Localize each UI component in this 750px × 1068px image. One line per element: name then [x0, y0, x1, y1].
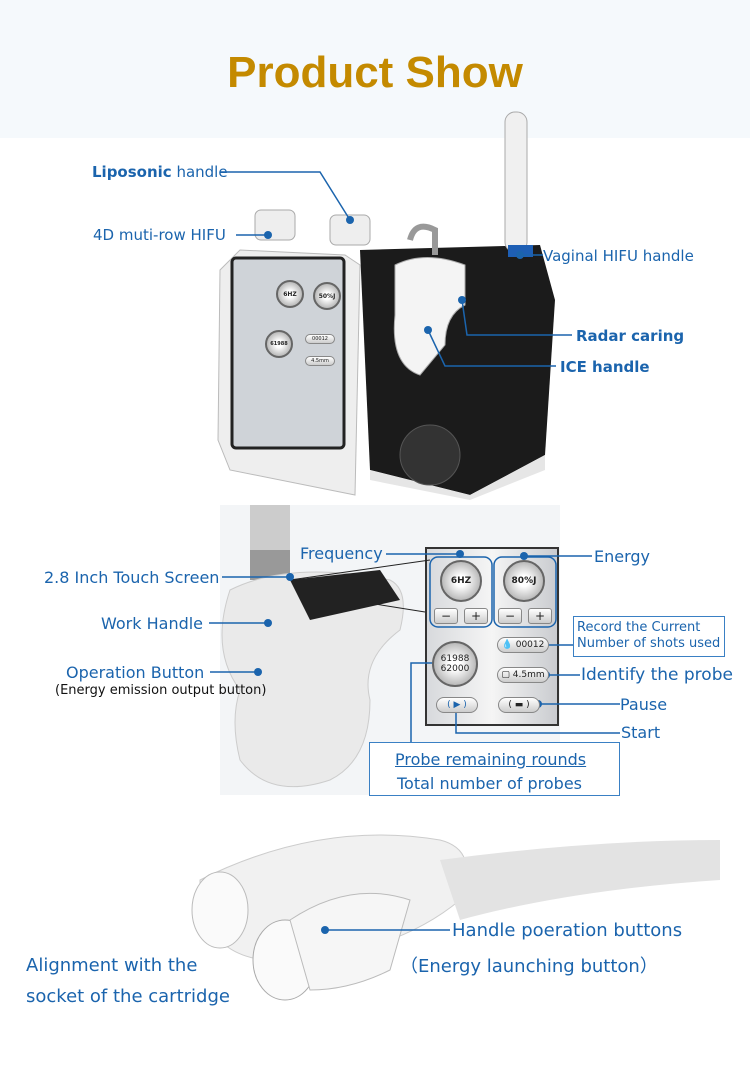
machine-energy-knob: 50%J — [313, 282, 341, 310]
label-vaginal-hifu: Vaginal HIFU handle — [543, 247, 694, 265]
energy-plus-button: + — [528, 608, 552, 624]
label-alignment-2: socket of the cartridge — [26, 986, 230, 1007]
pause-icon: ( ▬ ) — [508, 700, 530, 710]
label-work-handle: Work Handle — [101, 614, 204, 633]
label-operation-sub: (Energy emission output button) — [55, 683, 267, 698]
page-title: Product Show — [227, 48, 523, 97]
label-liposonic-handle: Liposonic handle — [92, 163, 228, 181]
shots-value: 00012 — [515, 640, 545, 650]
machine-count: 61988 — [270, 341, 288, 347]
label-frequency: Frequency — [300, 544, 383, 563]
energy-knob: 80%J — [503, 560, 545, 602]
label-start: Start — [621, 723, 661, 742]
label-touch-screen: 2.8 Inch Touch Screen — [44, 568, 220, 587]
label-alignment-1: Alignment with the — [26, 955, 198, 976]
probe-remaining-value: 61988 — [440, 654, 470, 664]
label-radar-caring: Radar caring — [576, 327, 685, 345]
freq-plus-button: + — [464, 608, 488, 624]
machine-count-knob: 61988 — [265, 330, 293, 358]
shots-counter: 💧 00012 — [497, 637, 549, 653]
header-band — [0, 0, 750, 138]
freq-minus-button: − — [434, 608, 458, 624]
label-probe-remaining: Probe remaining rounds — [395, 750, 587, 769]
probe-indicator: ▢ 4.5mm — [497, 667, 549, 683]
label-handle-buttons: Handle poeration buttons — [452, 920, 683, 941]
start-button: ( ▶ ) — [436, 697, 478, 713]
machine-freq-knob: 6HZ — [276, 280, 304, 308]
probe-value: 4.5mm — [512, 670, 545, 680]
machine-probe: 4.5mm — [305, 356, 335, 366]
play-icon: ( ▶ ) — [447, 700, 467, 710]
label-ice-handle: ICE handle — [560, 358, 650, 376]
record-line1: Record the Current — [577, 620, 701, 635]
label-energy-launching: （Energy launching button） — [400, 956, 658, 977]
label-4d-hifu: 4D muti-row HIFU — [93, 226, 226, 244]
probe-total-value: 62000 — [440, 664, 470, 674]
energy-minus-button: − — [498, 608, 522, 624]
label-operation-button: Operation Button — [66, 663, 205, 682]
label-total-probes: Total number of probes — [397, 774, 582, 793]
record-line2: Number of shots used — [577, 636, 721, 651]
machine-shots: 00012 — [305, 334, 335, 344]
frequency-knob: 6HZ — [440, 560, 482, 602]
label-pause: Pause — [620, 695, 668, 714]
label-energy: Energy — [594, 547, 651, 566]
pause-button: ( ▬ ) — [498, 697, 540, 713]
label-identify-probe: Identify the probe — [581, 665, 733, 685]
